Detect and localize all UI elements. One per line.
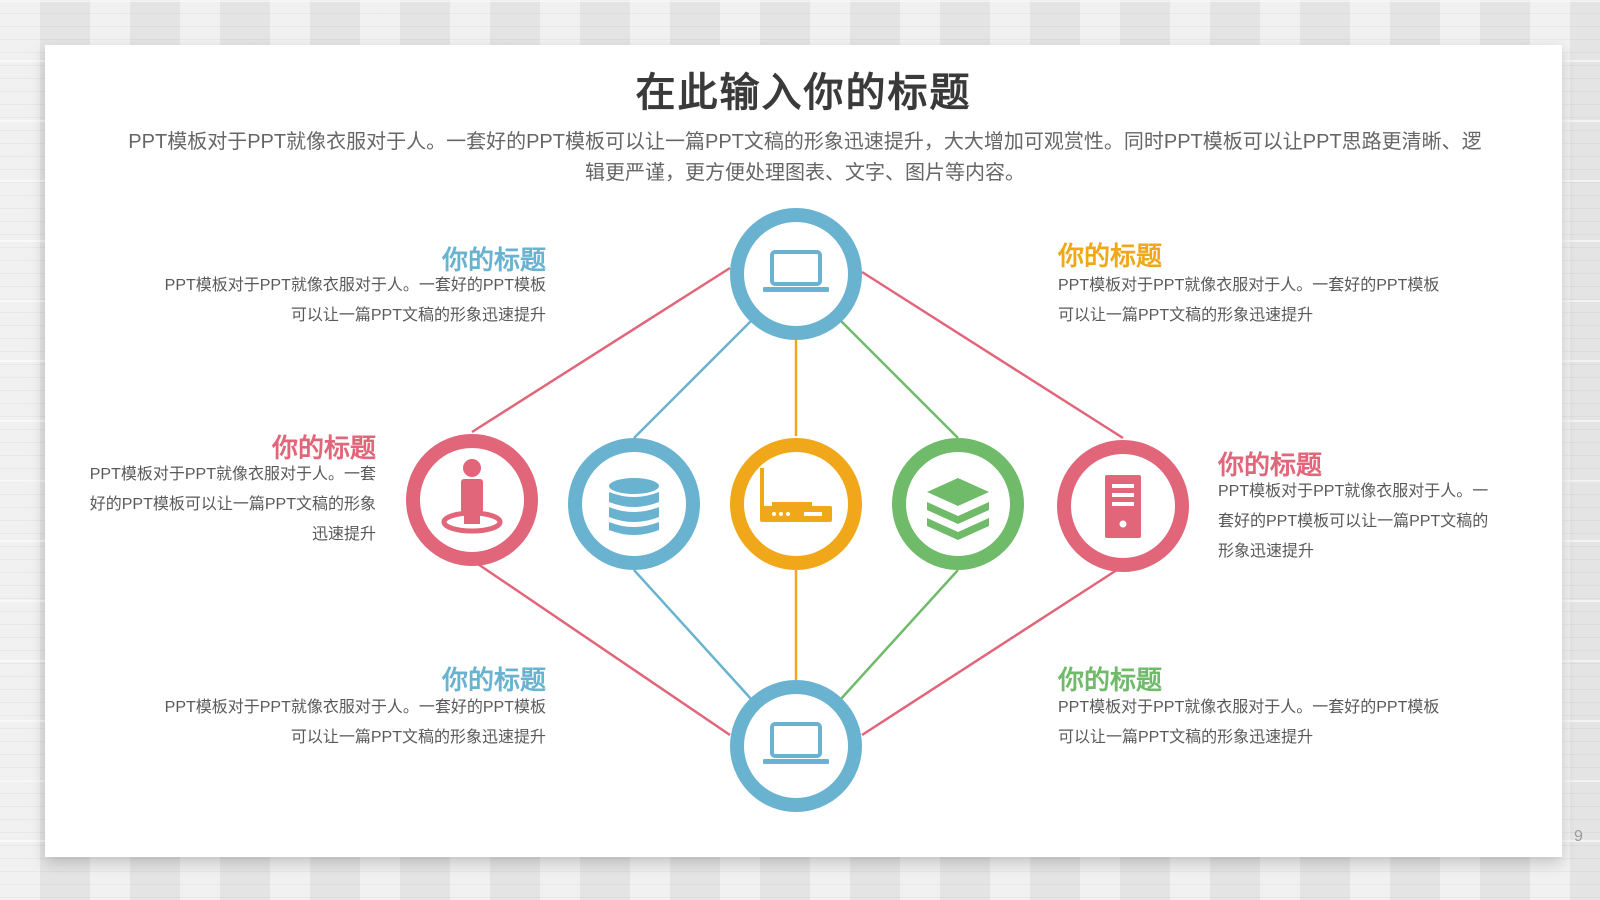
label-mid-right-line-3: 形象迅速提升 xyxy=(1218,543,1315,560)
connector-right-bottom xyxy=(861,564,1124,737)
label-mid-left-line-1: PPT模板对于PPT就像衣服对于人。一套 xyxy=(89,466,376,483)
node-top xyxy=(730,208,862,340)
server-tower-icon xyxy=(1105,475,1141,538)
label-top-right-title: 你的标题 xyxy=(1058,241,1163,271)
label-mid-left-line-3: 迅速提升 xyxy=(311,526,376,543)
node-center xyxy=(730,438,862,570)
label-mid-left-title: 你的标题 xyxy=(271,433,376,463)
label-top-left-line-1: PPT模板对于PPT就像衣服对于人。一套好的PPT模板 xyxy=(164,277,546,294)
label-mid-left-line-2: 好的PPT模板可以让一篇PPT文稿的形象 xyxy=(89,496,376,513)
person-icon xyxy=(441,459,503,534)
connector-layers-bottom xyxy=(839,569,959,701)
page-number: 9 xyxy=(1574,828,1583,845)
label-top-left-line-2: 可以让一篇PPT文稿的形象迅速提升 xyxy=(290,307,546,324)
label-bottom-right-desc: PPT模板对于PPT就像衣服对于人。一套好的PPT模板 可以让一篇PPT文稿的形… xyxy=(1058,693,1439,753)
label-mid-right-line-1: PPT模板对于PPT就像衣服对于人。一 xyxy=(1218,483,1489,500)
page-intro-line-1: PPT模板对于PPT就像衣服对于人。一套好的PPT模板可以让一篇PPT文稿的形象… xyxy=(128,131,1482,153)
node-left xyxy=(406,434,538,566)
label-top-right-line-1: PPT模板对于PPT就像衣服对于人。一套好的PPT模板 xyxy=(1058,277,1440,294)
label-top-right-desc: PPT模板对于PPT就像衣服对于人。一套好的PPT模板 可以让一篇PPT文稿的形… xyxy=(1058,271,1439,331)
node-bottom-ring xyxy=(730,680,862,812)
label-mid-right-line-2: 套好的PPT模板可以让一篇PPT文稿的 xyxy=(1218,513,1489,530)
label-mid-left-desc: PPT模板对于PPT就像衣服对于人。一套 好的PPT模板可以让一篇PPT文稿的形… xyxy=(50,460,376,550)
database-icon xyxy=(609,478,659,535)
laptop-icon xyxy=(763,250,829,292)
page-intro: PPT模板对于PPT就像衣服对于人。一套好的PPT模板可以让一篇PPT文稿的形象… xyxy=(115,127,1495,189)
label-mid-right-title: 你的标题 xyxy=(1218,450,1323,480)
label-top-left-desc: PPT模板对于PPT就像衣服对于人。一套好的PPT模板 可以让一篇PPT文稿的形… xyxy=(110,271,546,331)
label-top-left-title: 你的标题 xyxy=(441,245,546,275)
page-intro-line-2: 辑更严谨，更方便处理图表、文字、图片等内容。 xyxy=(585,162,1025,184)
node-right xyxy=(1057,440,1189,572)
connector-database-bottom xyxy=(633,569,753,701)
connector-lines xyxy=(471,266,1124,737)
connector-top-layers xyxy=(839,319,959,439)
label-top-right-line-2: 可以让一篇PPT文稿的形象迅速提升 xyxy=(1058,307,1314,324)
connector-top-right xyxy=(861,270,1124,440)
layers-icon xyxy=(927,478,989,540)
page-title: 在此输入你的标题 xyxy=(635,71,972,115)
label-bottom-left-line-2: 可以让一篇PPT文稿的形象迅速提升 xyxy=(290,729,546,746)
node-inner-right xyxy=(892,438,1024,570)
label-mid-right-desc: PPT模板对于PPT就像衣服对于人。一 套好的PPT模板可以让一篇PPT文稿的 … xyxy=(1218,477,1488,567)
label-bottom-right-line-1: PPT模板对于PPT就像衣服对于人。一套好的PPT模板 xyxy=(1058,699,1440,716)
label-bottom-left-line-1: PPT模板对于PPT就像衣服对于人。一套好的PPT模板 xyxy=(164,699,546,716)
connector-left-bottom xyxy=(471,558,731,737)
label-bottom-left-desc: PPT模板对于PPT就像衣服对于人。一套好的PPT模板 可以让一篇PPT文稿的形… xyxy=(110,693,546,753)
router-icon xyxy=(760,468,832,522)
laptop-icon xyxy=(763,722,829,764)
label-bottom-right-title: 你的标题 xyxy=(1058,665,1163,695)
label-bottom-left-title: 你的标题 xyxy=(441,665,546,695)
connector-top-left xyxy=(471,266,731,434)
connector-top-database xyxy=(633,319,753,439)
node-bottom xyxy=(730,680,862,812)
node-top-ring xyxy=(730,208,862,340)
label-bottom-right-line-2: 可以让一篇PPT文稿的形象迅速提升 xyxy=(1058,729,1314,746)
node-inner-left xyxy=(568,438,700,570)
